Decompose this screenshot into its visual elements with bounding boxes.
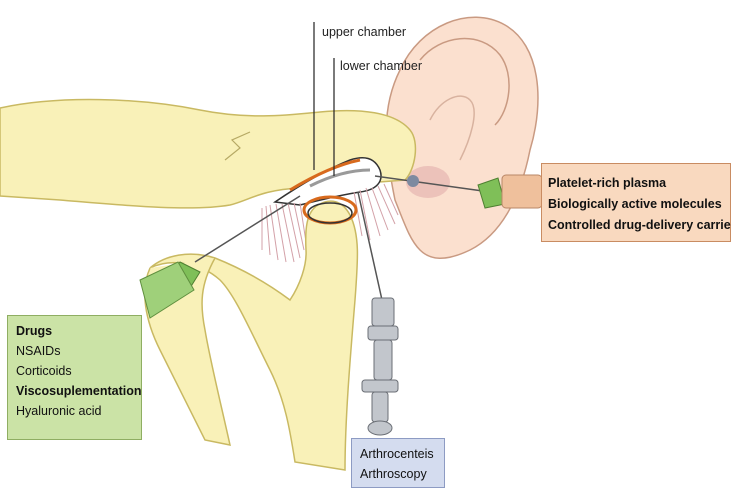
needle-tip — [407, 175, 419, 187]
viscosupplementation-heading: Viscosuplementation — [16, 381, 141, 401]
prp-syringe-barrel — [502, 175, 542, 208]
arthroscope-needle — [358, 192, 382, 300]
arthroscopy-line: Arthroscopy — [360, 464, 444, 484]
prp-line: Platelet-rich plasma — [548, 173, 730, 194]
drug-carriers-line: Controlled drug-delivery carriers — [548, 215, 730, 236]
biomolecules-line: Biologically active molecules — [548, 194, 730, 215]
nsaids-item: NSAIDs — [16, 341, 141, 361]
corticoids-item: Corticoids — [16, 361, 141, 381]
lower-chamber-label: lower chamber — [340, 59, 422, 73]
upper-chamber-label: upper chamber — [322, 25, 406, 39]
arthrocentesis-line: Arthrocenteis — [360, 444, 444, 464]
prp-treatment-box: Platelet-rich plasma Biologically active… — [541, 163, 731, 242]
arthro-procedure-box: Arthrocenteis Arthroscopy — [351, 438, 445, 488]
hyaluronic-acid-item: Hyaluronic acid — [16, 401, 141, 421]
drugs-heading: Drugs — [16, 321, 141, 341]
arthroscope — [362, 298, 398, 435]
drugs-treatment-box: Drugs NSAIDs Corticoids Viscosuplementat… — [7, 315, 142, 440]
